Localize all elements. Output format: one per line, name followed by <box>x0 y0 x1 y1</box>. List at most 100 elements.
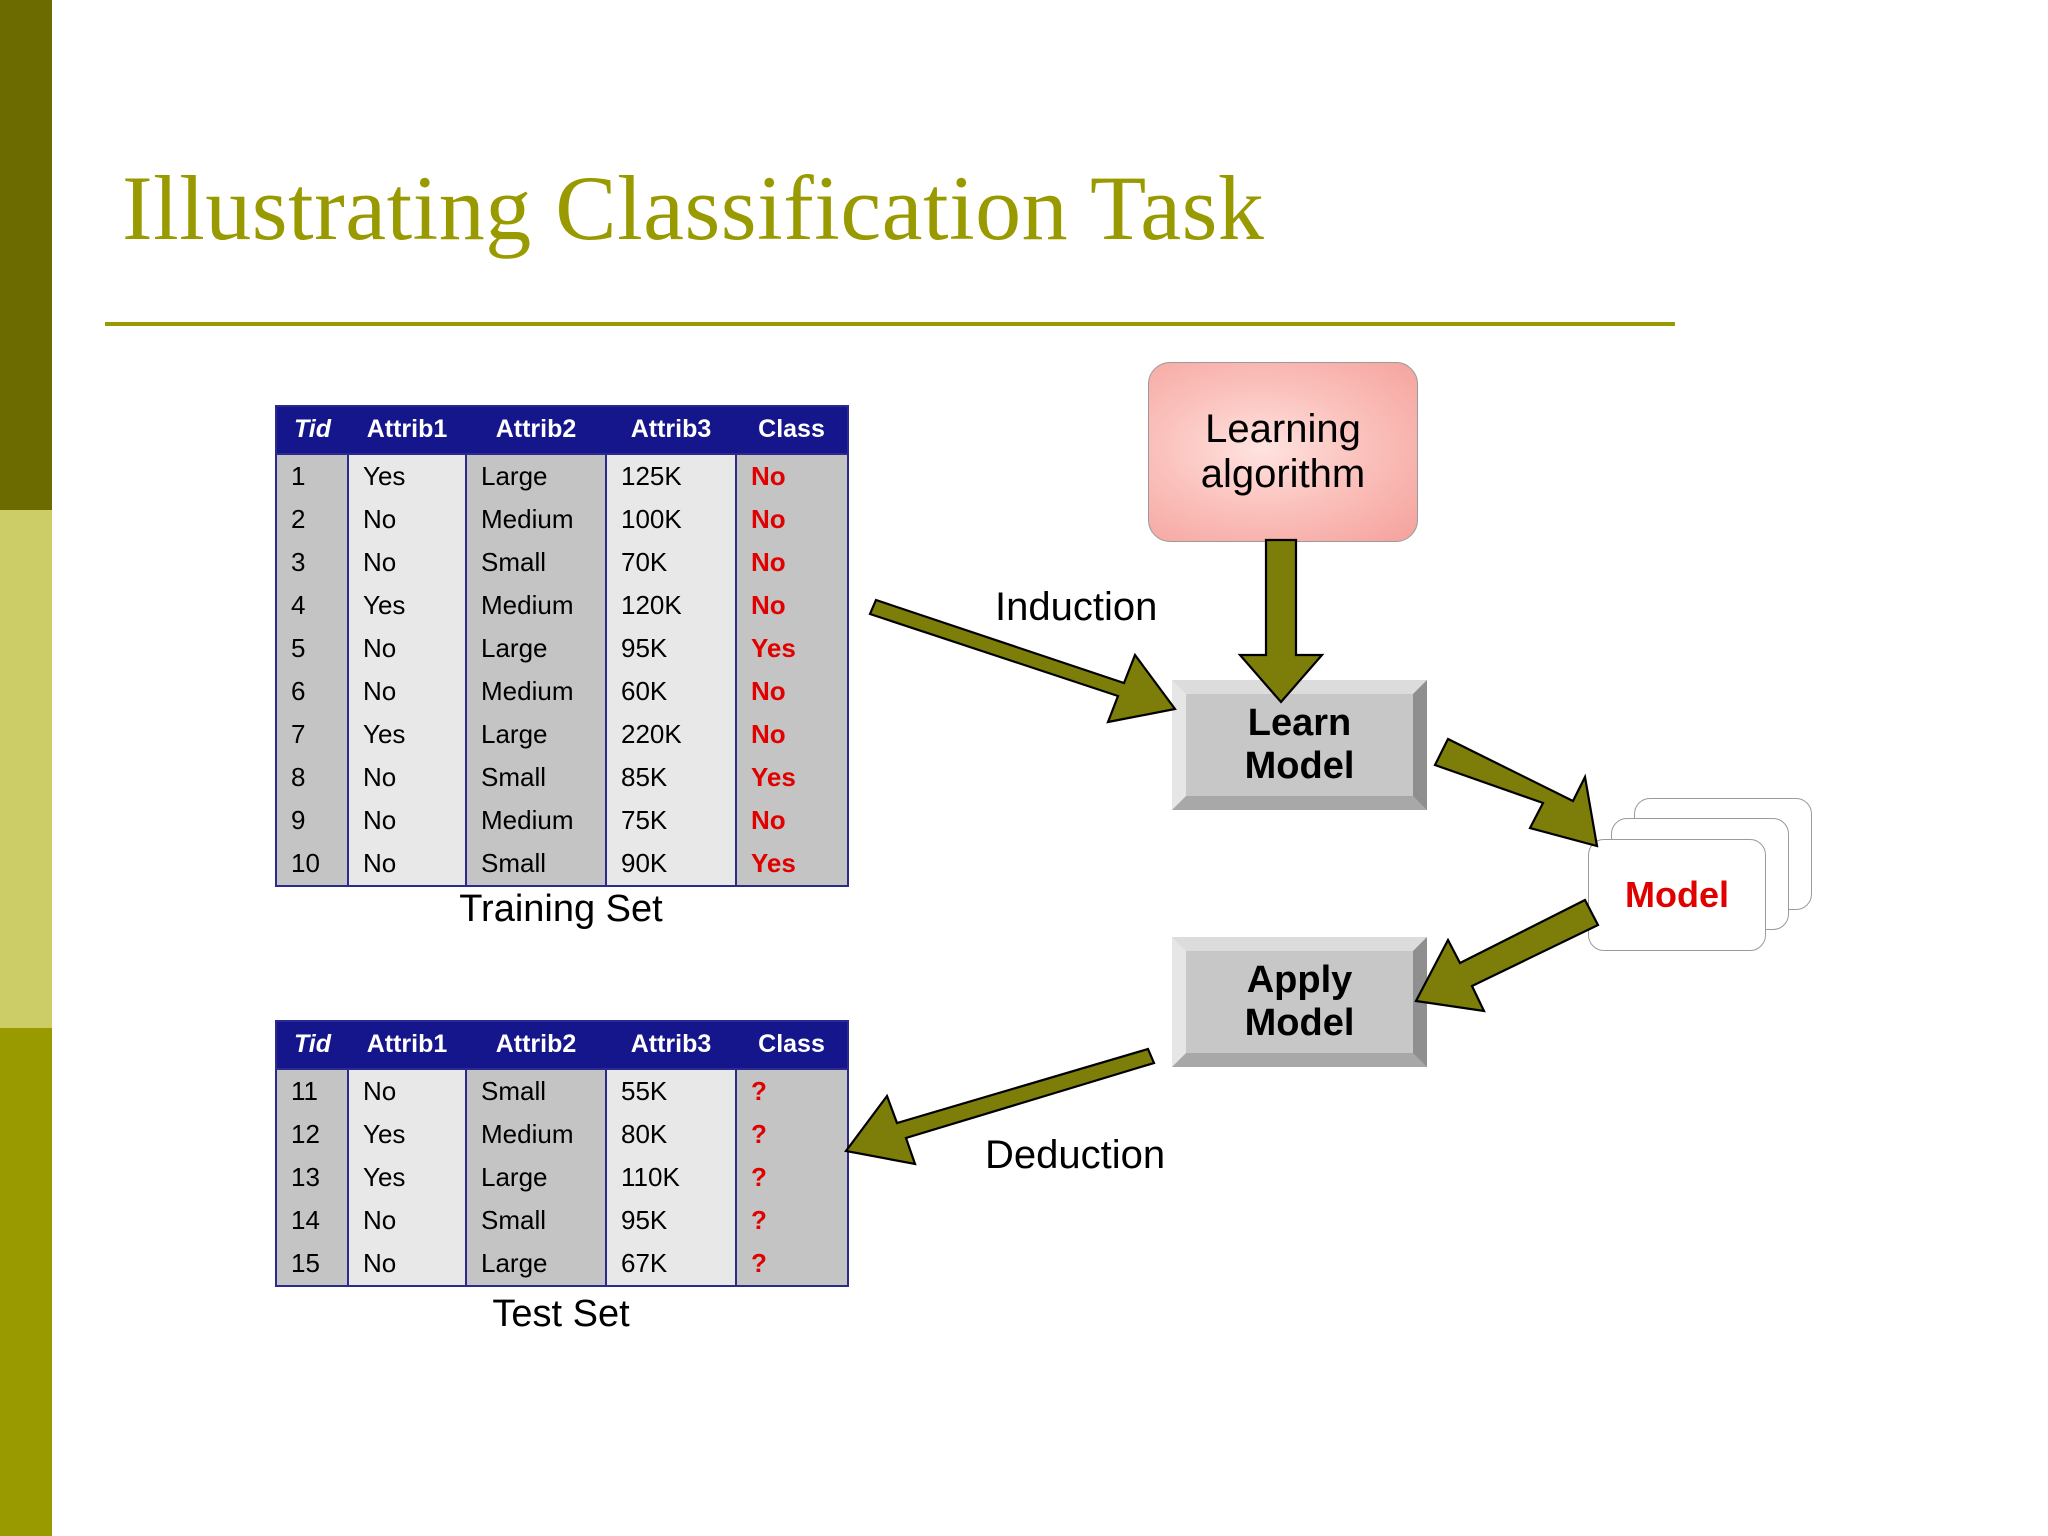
column-header-attrib3: Attrib3 <box>606 406 736 455</box>
column-header-tid: Tid <box>276 406 348 455</box>
cell-attrib2: Small <box>465 1069 607 1113</box>
cell-attrib3: 95K <box>606 1199 736 1242</box>
cell-attrib3: 220K <box>606 713 736 756</box>
cell-attrib2: Large <box>465 454 607 498</box>
cell-class: Yes <box>735 756 848 799</box>
column-header-tid: Tid <box>276 1021 348 1070</box>
cell-attrib3: 80K <box>606 1113 736 1156</box>
cell-attrib2: Small <box>465 756 607 799</box>
cell-class: ? <box>735 1113 848 1156</box>
cell-attrib2: Medium <box>465 498 607 541</box>
column-header-class: Class <box>736 406 848 455</box>
page-title: Illustrating Classification Task <box>122 157 1265 259</box>
cell-class: No <box>735 584 848 627</box>
cell-tid: 7 <box>276 713 349 756</box>
cell-attrib1: Yes <box>348 1156 466 1199</box>
cell-tid: 8 <box>276 756 349 799</box>
cell-tid: 5 <box>276 627 349 670</box>
cell-attrib3: 120K <box>606 584 736 627</box>
table-header-row: Tid Attrib1 Attrib2 Attrib3 Class <box>276 1021 848 1070</box>
model-card-stack: Model <box>1588 798 1823 953</box>
cell-attrib3: 75K <box>606 799 736 842</box>
cell-attrib1: Yes <box>348 584 466 627</box>
induction-label: Induction <box>995 585 1158 629</box>
cell-attrib2: Medium <box>465 1113 607 1156</box>
cell-attrib2: Medium <box>465 799 607 842</box>
model-to-apply-arrow <box>1414 898 1600 1013</box>
cell-class: No <box>735 799 848 842</box>
cell-attrib3: 85K <box>606 756 736 799</box>
model-card-front: Model <box>1588 839 1766 951</box>
cell-attrib3: 125K <box>606 454 736 498</box>
learn-to-model-arrow <box>1433 737 1599 848</box>
cell-attrib1: No <box>348 1069 466 1113</box>
cell-attrib2: Large <box>465 1156 607 1199</box>
training-set-caption: Training Set <box>459 888 663 930</box>
cell-tid: 12 <box>276 1113 349 1156</box>
cell-tid: 3 <box>276 541 349 584</box>
cell-tid: 9 <box>276 799 349 842</box>
cell-attrib2: Small <box>465 1199 607 1242</box>
cell-class: No <box>735 454 848 498</box>
cell-attrib3: 55K <box>606 1069 736 1113</box>
cell-attrib3: 67K <box>606 1242 736 1286</box>
cell-class: ? <box>735 1199 848 1242</box>
column-header-attrib1: Attrib1 <box>348 1021 466 1070</box>
cell-attrib1: No <box>348 1199 466 1242</box>
column-header-class: Class <box>736 1021 848 1070</box>
sidebar-band-bottom <box>0 1028 52 1536</box>
cell-class: No <box>735 713 848 756</box>
cell-tid: 10 <box>276 842 349 886</box>
cell-tid: 4 <box>276 584 349 627</box>
cell-tid: 6 <box>276 670 349 713</box>
title-underline-rule <box>105 322 1675 326</box>
cell-attrib3: 90K <box>606 842 736 886</box>
cell-tid: 11 <box>276 1069 349 1113</box>
cell-attrib2: Large <box>465 713 607 756</box>
cell-attrib2: Small <box>465 541 607 584</box>
deduction-label: Deduction <box>985 1133 1166 1177</box>
cell-class: ? <box>735 1069 848 1113</box>
cell-class: No <box>735 541 848 584</box>
column-header-attrib2: Attrib2 <box>466 1021 606 1070</box>
cell-class: Yes <box>735 627 848 670</box>
cell-attrib1: Yes <box>348 1113 466 1156</box>
cell-attrib1: No <box>348 842 466 886</box>
cell-tid: 1 <box>276 454 349 498</box>
cell-attrib1: No <box>348 1242 466 1286</box>
table-header-row: Tid Attrib1 Attrib2 Attrib3 Class <box>276 406 848 455</box>
cell-attrib3: 60K <box>606 670 736 713</box>
cell-attrib3: 70K <box>606 541 736 584</box>
column-header-attrib2: Attrib2 <box>466 406 606 455</box>
cell-class: ? <box>735 1242 848 1286</box>
cell-attrib2: Medium <box>465 670 607 713</box>
cell-attrib1: No <box>348 799 466 842</box>
cell-class: No <box>735 670 848 713</box>
cell-attrib2: Large <box>465 627 607 670</box>
sidebar-band-top <box>0 0 52 510</box>
sidebar-band-middle <box>0 510 52 1028</box>
cell-attrib1: No <box>348 670 466 713</box>
column-header-attrib3: Attrib3 <box>606 1021 736 1070</box>
cell-tid: 15 <box>276 1242 349 1286</box>
cell-tid: 14 <box>276 1199 349 1242</box>
cell-attrib1: Yes <box>348 713 466 756</box>
